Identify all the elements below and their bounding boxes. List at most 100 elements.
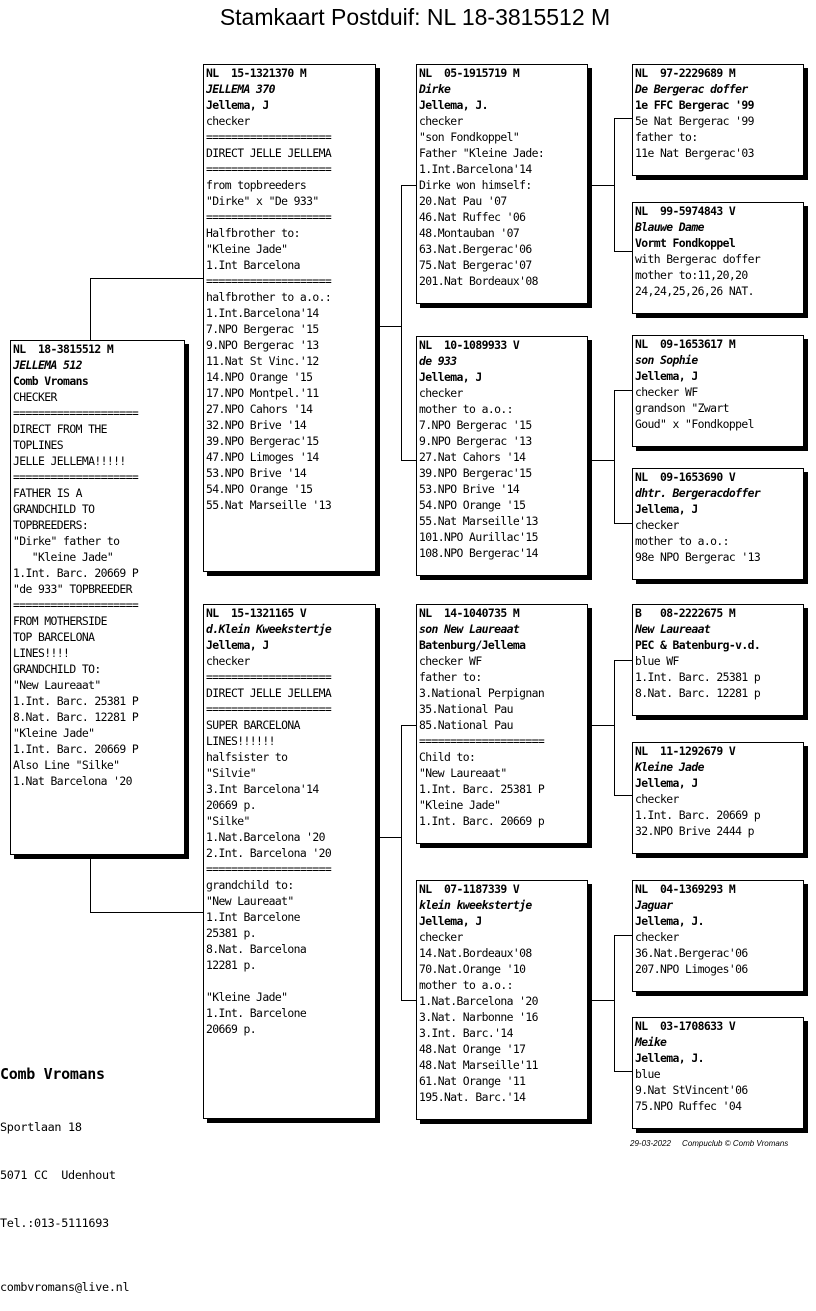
card-line: DIRECT JELLE JELLEMA — [206, 146, 332, 160]
ring-number: NL 99-5974843 V — [635, 204, 736, 218]
card-line: checker WF — [635, 385, 698, 399]
breeder-name: Vormt Fondkoppel — [635, 236, 736, 250]
card-line: grandson "Zwart — [635, 401, 729, 415]
card-line: 11e Nat Bergerac'03 — [635, 146, 755, 160]
card-line: father to: — [419, 670, 482, 684]
pigeon-name: New Laureaat — [635, 622, 711, 636]
card-line: 1.Int.Barcelona'14 — [419, 162, 532, 176]
card-line: 195.Nat. Barc.'14 — [419, 1090, 526, 1104]
card-line: 1.Int Barcelone — [206, 910, 300, 924]
card-line: 14.NPO Orange '15 — [206, 370, 313, 384]
card-line: 17.NPO Montpel.'11 — [206, 386, 319, 400]
breeder-name: Jellema, J — [635, 776, 698, 790]
card-line: 1.Nat.Barcelona '20 — [419, 994, 539, 1008]
card-line: mother to a.o.: — [419, 978, 513, 992]
card-line: 20669 p. — [206, 798, 257, 812]
breeder-name: Comb Vromans — [13, 374, 89, 388]
card-line: TOPLINES — [13, 438, 64, 452]
card-line: mother to:11,20,20 — [635, 268, 748, 282]
card-line: ==================== — [206, 210, 332, 224]
pigeon-name: JELLEMA 512 — [13, 358, 82, 372]
pigeon-name: de 933 — [419, 354, 457, 368]
pigeon-name: Dirke — [419, 82, 451, 96]
owner-street: Sportlaan 18 — [0, 1120, 82, 1134]
card-line: 75.Nat Bergerac'07 — [419, 258, 532, 272]
card-line: 9.NPO Bergerac '13 — [419, 434, 532, 448]
card-line: FROM MOTHERSIDE — [13, 614, 107, 628]
pigeon-name: son New Laureaat — [419, 622, 520, 636]
card-line: 8.Nat. Barc. 12281 p — [635, 686, 761, 700]
card-line: 7.NPO Bergerac '15 — [206, 322, 319, 336]
card-line: 1.Nat.Barcelona '20 — [206, 830, 326, 844]
card-line: halfbrother to a.o.: — [206, 290, 332, 304]
card-line: 75.NPO Ruffec '04 — [635, 1099, 742, 1113]
card-line: 1.Int. Barc. 25381 P — [13, 694, 139, 708]
card-line: 25381 p. — [206, 926, 257, 940]
card-line: checker — [419, 114, 463, 128]
ring-number: NL 14-1040735 M — [419, 606, 520, 620]
breeder-name: Jellema, J — [635, 369, 698, 383]
ring-number: NL 18-3815512 M — [13, 342, 114, 356]
pigeon-name: JELLEMA 370 — [206, 82, 275, 96]
breeder-name: Jellema, J — [419, 914, 482, 928]
card-line: 207.NPO Limoges'06 — [635, 962, 748, 976]
card-line: "New Laureaat" — [13, 678, 101, 692]
card-line: 3.Int. Barc.'14 — [419, 1026, 513, 1040]
card-line: 98e NPO Bergerac '13 — [635, 550, 761, 564]
ring-number: NL 07-1187339 V — [419, 882, 520, 896]
card-line: checker — [419, 930, 463, 944]
card-line: 201.Nat Bordeaux'08 — [419, 274, 539, 288]
pigeon-name: dhtr. Bergeracdoffer — [635, 486, 761, 500]
breeder-name: Jellema, J — [206, 98, 269, 112]
pigeon-name: Jaguar — [635, 898, 673, 912]
ring-number: NL 97-2229689 M — [635, 66, 736, 80]
card-line: 9.Nat StVincent'06 — [635, 1083, 748, 1097]
card-line: ==================== — [206, 670, 332, 684]
card-line: 32.NPO Brive '14 — [206, 418, 307, 432]
card-line: 1.Int. Barc. 25381 p — [635, 670, 761, 684]
card-line: "son Fondkoppel" — [419, 130, 520, 144]
breeder-name: Jellema, J. — [419, 98, 488, 112]
card-line: 1.Nat Barcelona '20 — [13, 774, 133, 788]
pigeon-name: Blauwe Dame — [635, 220, 704, 234]
card-line: 27.Nat Cahors '14 — [419, 450, 526, 464]
card-line: DIRECT FROM THE — [13, 422, 107, 436]
card-line: 54.NPO Orange '15 — [206, 482, 313, 496]
breeder-name: Jellema, J — [206, 638, 269, 652]
pigeon-name: son Sophie — [635, 353, 698, 367]
card-line: 101.NPO Aurillac'15 — [419, 530, 539, 544]
card-line: 5e Nat Bergerac '99 — [635, 114, 755, 128]
owner-phone: Tel.:013-5111693 — [0, 1216, 109, 1230]
card-line: halfsister to — [206, 750, 288, 764]
card-line: father to: — [635, 130, 698, 144]
owner-email[interactable]: combvromans@live.nl — [0, 1280, 130, 1294]
card-line: 3.Nat. Narbonne '16 — [419, 1010, 539, 1024]
owner-name: Comb Vromans — [0, 1065, 105, 1083]
breeder-name: Jellema, J — [419, 370, 482, 384]
card-line: 63.Nat.Bergerac'06 — [419, 242, 532, 256]
card-line: 54.NPO Orange '15 — [419, 498, 526, 512]
card-line: Father "Kleine Jade: — [419, 146, 545, 160]
card-line: ==================== — [206, 702, 332, 716]
ring-number: NL 03-1708633 V — [635, 1019, 736, 1033]
breeder-name: 1e FFC Bergerac '99 — [635, 98, 755, 112]
card-line: TOPBREEDERS: — [13, 518, 89, 532]
card-line: 85.National Pau — [419, 718, 513, 732]
card-line: 39.NPO Bergerac'15 — [419, 466, 532, 480]
card-line: mother to a.o.: — [635, 534, 729, 548]
